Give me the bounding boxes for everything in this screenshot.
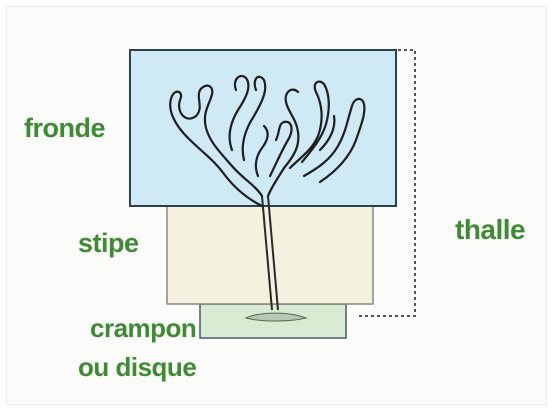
fronde-box [130, 50, 396, 206]
disque-label: ou disque [78, 352, 196, 383]
stipe-label: stipe [78, 228, 139, 259]
thalle-label: thalle [455, 214, 525, 246]
fronde-label: fronde [24, 113, 105, 144]
crampon-label: crampon [90, 313, 196, 344]
